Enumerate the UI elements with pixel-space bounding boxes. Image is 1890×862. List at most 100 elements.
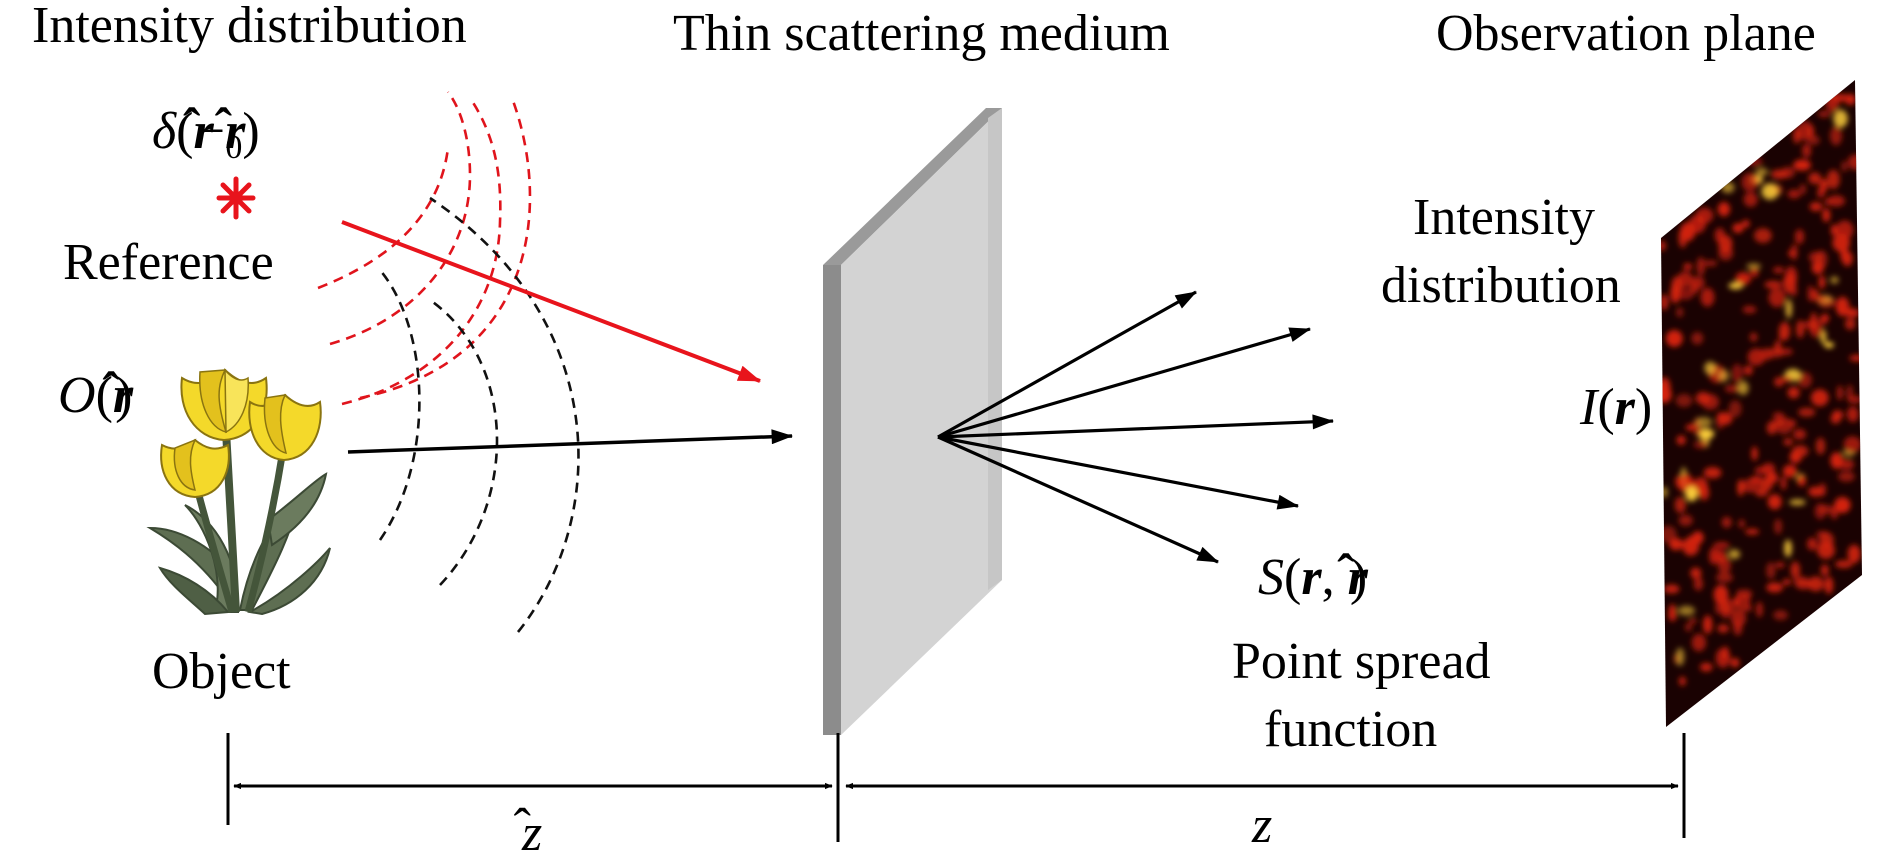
speckle-spot [1745,528,1760,535]
speckle-spot [1717,624,1729,633]
speckle-spot [1790,561,1801,579]
speckle-spot [1807,576,1824,592]
object-function-label: O(r̂) [58,367,134,424]
psf-label-line1: Point spread [1232,633,1491,690]
speckle-spot [1778,332,1785,341]
speckle-spot [1732,223,1744,234]
speckle-spot [1783,438,1794,446]
speckle-spot [1820,564,1829,577]
speckle-spot [1676,307,1684,318]
speckle-spot [1787,386,1800,399]
speckle-spot [1761,183,1779,200]
speckle-spot [1728,400,1742,418]
speckle-spot [1661,377,1671,398]
speckle-spot [1796,320,1805,339]
speckle-spot [1780,476,1787,490]
speckle-spot [1809,295,1827,302]
speckle-spot [1773,610,1788,621]
speckle-spot [1737,381,1749,395]
speckle-spot [1671,276,1683,293]
title-thin-scattering-medium: Thin scattering medium [673,5,1170,62]
speckle-spot [1784,539,1792,557]
speckle-spot [1847,544,1861,564]
speckle-spot [1832,233,1851,252]
speckle-spot [1824,576,1834,595]
intensity-distribution-label-line1: Intensity [1413,189,1595,246]
reference-label: Reference [63,234,274,291]
speckle-pattern-icon [1661,80,1862,727]
speckle-spot [1665,330,1683,347]
psf-function-label: S(r, r̂) [1258,549,1369,606]
speckle-spot [1841,160,1848,173]
speckle-spot [1716,411,1724,430]
speckle-spot [1797,372,1813,388]
speckle-spot [1678,514,1693,527]
speckle-spot [1765,471,1779,484]
speckle-spot [1809,202,1823,212]
speckle-spot [1680,473,1692,485]
speckle-spot [1693,576,1704,591]
delta-function-label: δ(r̂−r̂0) [152,103,260,166]
speckle-spot [1754,228,1772,244]
speckle-spot [1810,389,1829,407]
speckle-spot [1704,361,1717,375]
speckle-spot [1751,446,1758,461]
speckle-spot [1774,518,1783,535]
speckle-spot [1772,412,1785,420]
speckle-spot [1808,251,1824,263]
tulip-flower-icon [146,367,331,616]
speckle-spot [1833,109,1848,128]
speckle-spot [1680,222,1696,242]
speckle-spot [1674,496,1686,514]
speckle-spot [1817,541,1835,559]
speckle-spot [1782,464,1797,478]
speckle-spot [1661,525,1677,543]
speckle-spot [1678,676,1686,686]
speckle-spot [1846,384,1854,402]
speckle-spot [1836,385,1843,401]
speckle-spot [1822,208,1831,223]
speckle-spot [1846,406,1859,423]
speckle-spot [1798,407,1816,417]
speckle-spot [1675,647,1685,666]
speckle-spot [1825,92,1840,112]
speckle-spot [1824,342,1834,348]
speckle-spot [1730,609,1747,627]
object-wavefronts [378,196,580,633]
speckle-spot [1746,263,1762,270]
speckle-spot [1793,127,1801,144]
speckle-spot [1760,348,1774,361]
speckle-spot [1661,486,1668,498]
speckle-spot [1827,195,1846,207]
speckle-spot [1691,332,1704,345]
intensity-distribution-label-line2: distribution [1381,257,1621,314]
title-observation-plane: Observation plane [1436,5,1816,62]
speckle-spot [1678,605,1695,616]
speckle-spot [1687,535,1695,554]
speckle-spot [1703,467,1722,479]
speckle-spot [1766,421,1777,435]
speckle-spot [1767,494,1782,510]
speckle-spot [1799,183,1807,195]
speckle-spot [1738,519,1745,529]
speckle-spot [1718,369,1729,382]
speckle-spot [1844,317,1856,330]
speckle-spot [1774,340,1782,355]
speckle-spot [1741,478,1760,493]
speckle-spot [1764,280,1782,289]
speckle-spot [1785,299,1793,319]
speckle-spot [1724,384,1741,393]
speckle-spot [1735,272,1751,285]
speckle-spot [1819,178,1828,193]
speckle-spot [1794,229,1805,245]
speckle-spot [1661,240,1667,251]
speckle-spot [1721,646,1730,660]
speckle-spot [1721,181,1735,194]
speckle-spot [1690,276,1705,290]
speckle-spot [1741,219,1750,228]
speckle-spot [1717,556,1732,574]
speckle-spot [1749,332,1758,342]
speckle-spot [1849,354,1862,362]
speckle-spot [1807,135,1820,146]
